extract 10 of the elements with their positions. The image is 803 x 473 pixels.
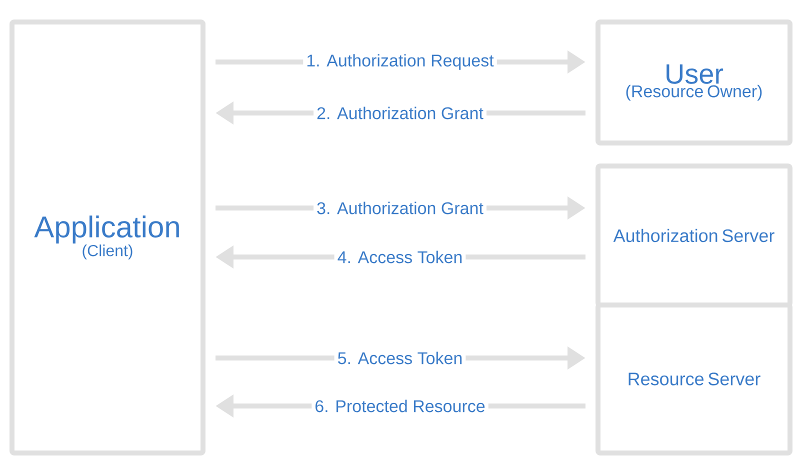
process-box: Authorization Server <box>596 164 792 308</box>
edge-label: 6. Protected Resource <box>312 398 488 414</box>
edge-label: 4. Access Token <box>334 248 466 266</box>
process-box: Application (Client) <box>10 20 206 456</box>
process-box: User (Resource Owner) <box>596 20 792 146</box>
edge-label: 2. Authorization Grant <box>314 104 486 122</box>
edge-label: 5. Access Token <box>334 350 466 366</box>
edge-label: 1. Authorization Request <box>303 52 497 72</box>
process-box: Resource Server <box>596 302 792 456</box>
edge-label: 3. Authorization Grant <box>314 200 486 216</box>
